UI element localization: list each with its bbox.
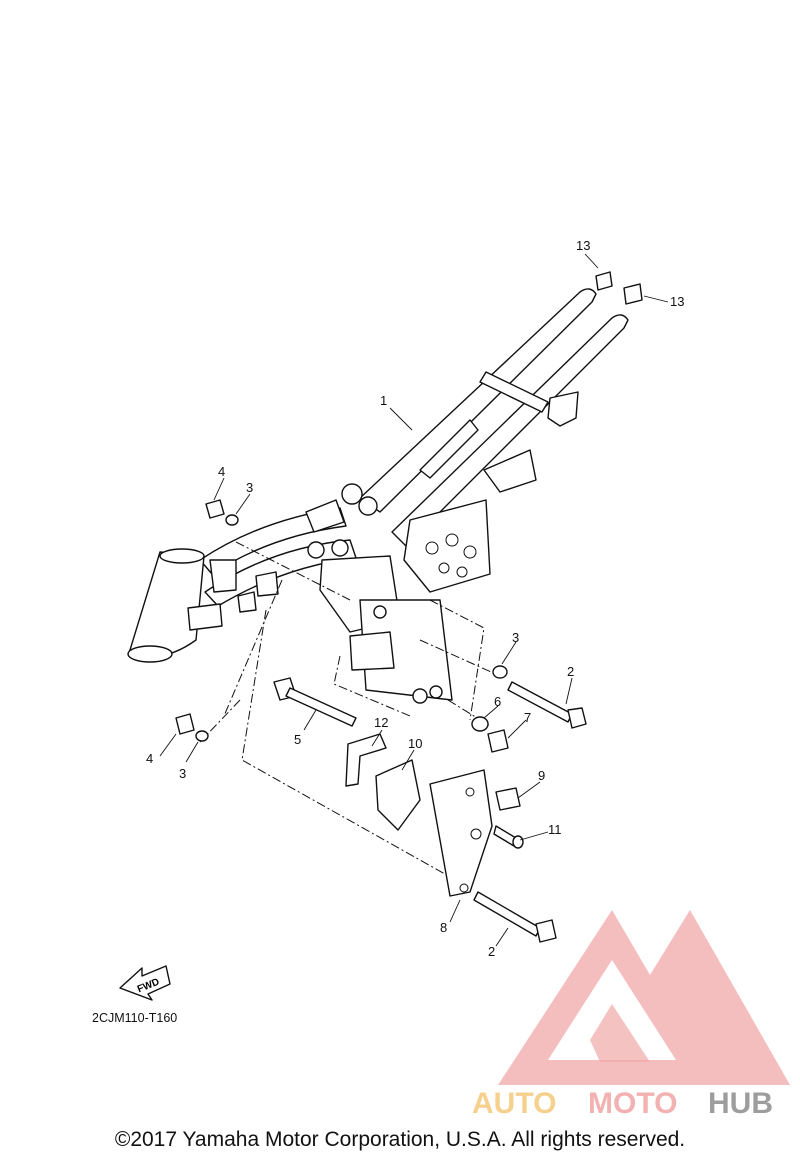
callout-c13b: 13 [670, 294, 684, 309]
callout-c2a: 2 [567, 664, 574, 679]
callout-c8: 8 [440, 920, 447, 935]
watermark-logo: AUTO MOTO HUB [472, 910, 790, 1120]
reference-code: 2CJM110-T160 [92, 1011, 178, 1025]
watermark-hub: HUB [708, 1087, 773, 1120]
callout-c3a: 3 [246, 480, 253, 495]
callout-c7: 7 [524, 710, 531, 725]
fwd-arrow: FWD [119, 965, 171, 1001]
callouts: 1 13 13 4 3 3 2 6 7 4 3 5 12 10 9 11 8 2 [146, 238, 684, 959]
callout-c1: 1 [380, 393, 387, 408]
callout-c3b: 3 [512, 630, 519, 645]
callout-c6: 6 [494, 694, 501, 709]
callout-c9: 9 [538, 768, 545, 783]
watermark-moto: MOTO [588, 1087, 677, 1120]
leader-lines [159, 253, 669, 947]
callout-c2b: 2 [488, 944, 495, 959]
callout-c12: 12 [374, 715, 388, 730]
fasteners [175, 271, 643, 943]
callout-c10: 10 [408, 736, 422, 751]
copyright-notice: ©2017 Yamaha Motor Corporation, U.S.A. A… [114, 1128, 686, 1151]
callout-c4b: 4 [146, 751, 153, 766]
callout-c3c: 3 [179, 766, 186, 781]
callout-c4a: 4 [218, 464, 225, 479]
watermark-auto: AUTO [472, 1087, 556, 1120]
callout-c5: 5 [294, 732, 301, 747]
callout-c11: 11 [548, 822, 562, 837]
callout-c13a: 13 [576, 238, 590, 253]
main-frame [127, 288, 629, 704]
